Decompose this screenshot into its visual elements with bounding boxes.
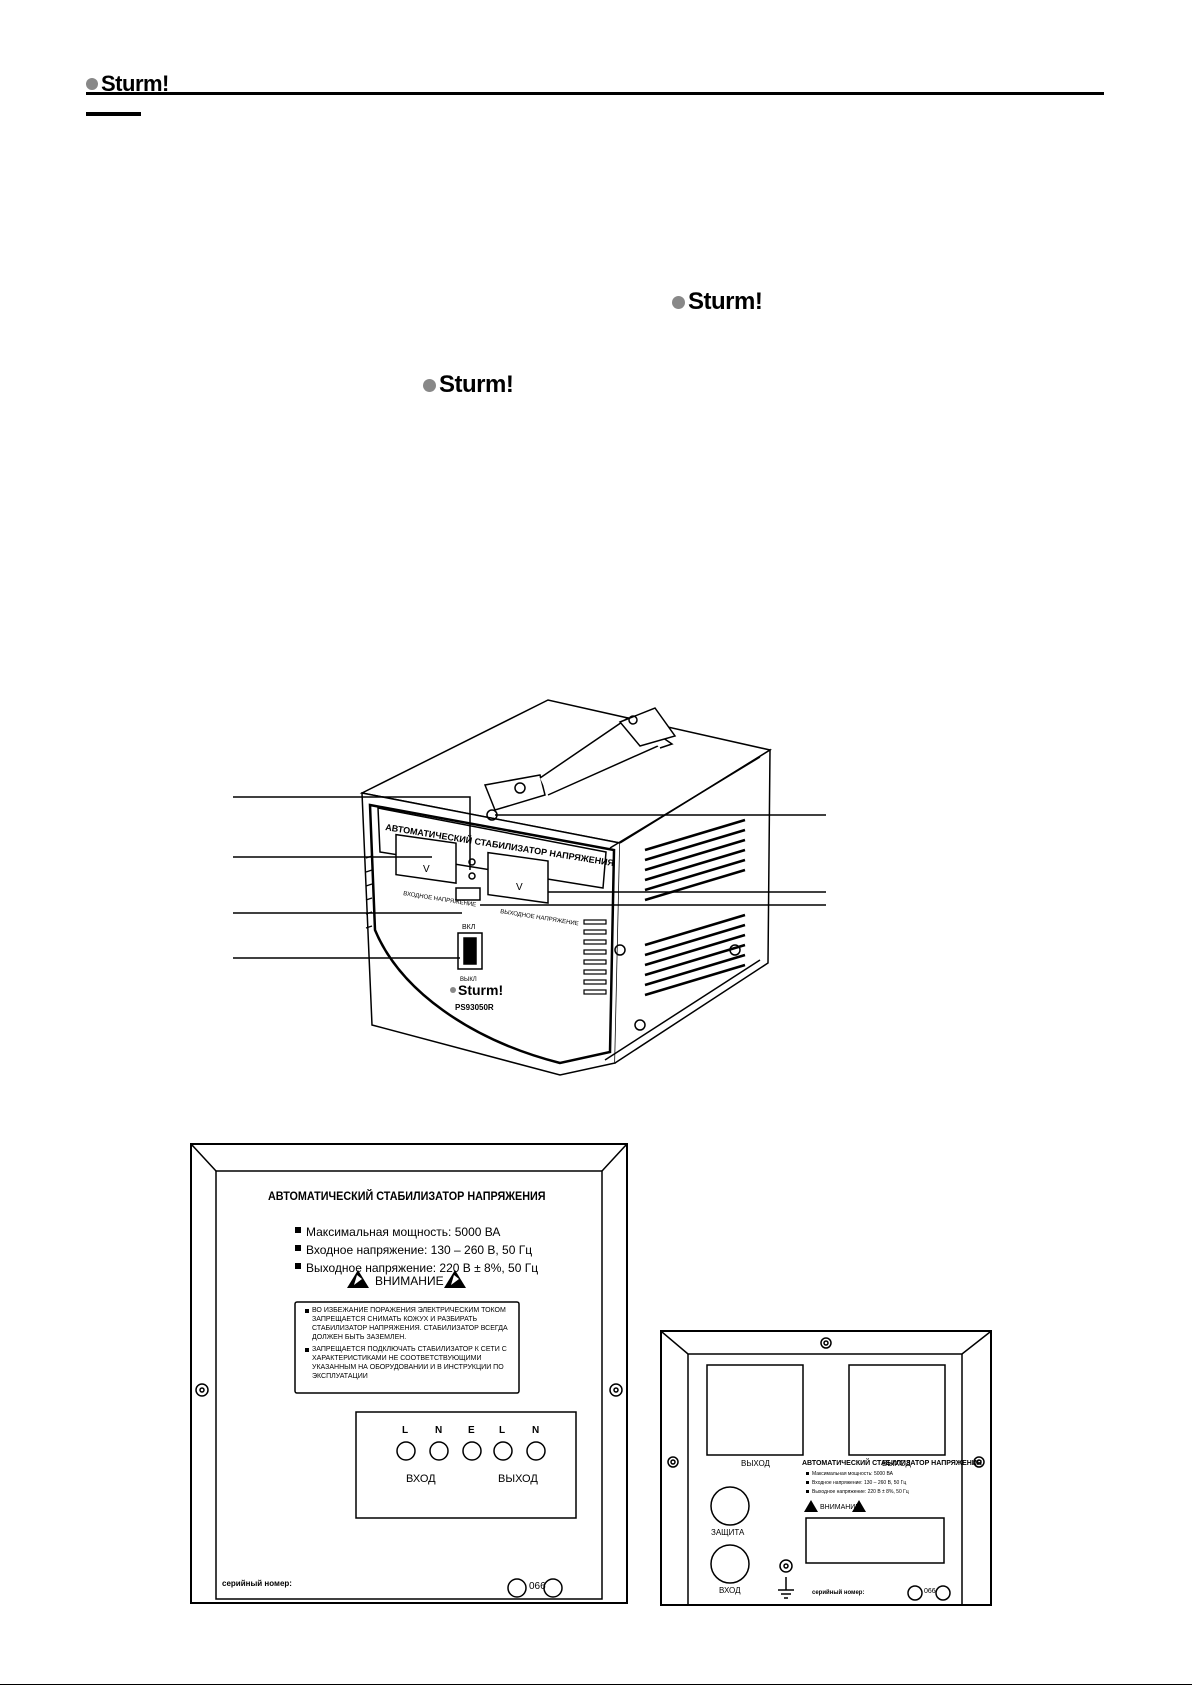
logo-dot-icon [672, 295, 685, 309]
device-model: PS93050R [455, 1003, 494, 1012]
rear2-spec-2: Входное напряжение: 130 – 260 В, 50 Гц [812, 1480, 907, 1486]
rear1-spec-3: Выходное напряжение: 220 В ± 8%, 50 Гц [306, 1261, 539, 1275]
header-rule-accent [86, 112, 141, 116]
rear2-output-left-label: ВЫХОД [741, 1459, 770, 1468]
rear2-title: АВТОМАТИЧЕСКИЙ СТАБИЛИЗАТОР НАПРЯЖЕНИЯ [802, 1460, 982, 1467]
logo-dot-icon [423, 378, 436, 392]
rear1-title: АВТОМАТИЧЕСКИЙ СТАБИЛИЗАТОР НАПРЯЖЕНИЯ [268, 1189, 546, 1203]
rear1-terminal-2: N [435, 1425, 443, 1436]
rear1-input-label: ВХОД [406, 1473, 436, 1485]
rear1-output-label: ВЫХОД [498, 1473, 538, 1485]
switch-label: ВКЛ [462, 924, 476, 931]
device-front-illustration: АВТОМАТИЧЕСКИЙ СТАБИЛИЗАТОР НАПРЯЖЕНИЯ В… [233, 699, 826, 1076]
rear2-spec-1: Максимальная мощность: 5000 ВА [812, 1471, 893, 1477]
rear2-spec-3: Выходное напряжение: 220 В ± 8%, 50 Гц [812, 1489, 909, 1495]
rear1-cert-number: 066 [529, 1581, 546, 1592]
rear-panel-2: ВЫХОД ВЫХОД АВТОМАТИЧЕСКИЙ СТАБИЛИЗАТОР … [660, 1330, 992, 1606]
rear2-cert-number: 066 [924, 1588, 936, 1595]
rear-panel-2-frame [662, 1332, 990, 1604]
rear2-serial-label: серийный номер: [812, 1590, 865, 1596]
rear2-input-label: ВХОД [719, 1586, 741, 1595]
device-brand: Sturm! [458, 982, 503, 998]
rear1-spec-1: Максимальная мощность: 5000 ВА [306, 1225, 501, 1239]
rear1-terminal-4: L [499, 1425, 506, 1436]
switch-off-label: ВЫКЛ [460, 977, 477, 983]
rear1-warning-2: ЗАПРЕЩАЕТСЯ ПОДКЛЮЧАТЬ СТАБИЛИЗАТОР К СЕ… [312, 1346, 507, 1380]
rear2-protection-label: ЗАЩИТА [711, 1528, 745, 1537]
logo-mid-left-text: Sturm! [439, 371, 514, 398]
rear1-warning-1: ВО ИЗБЕЖАНИЕ ПОРАЖЕНИЯ ЭЛЕКТРИЧЕСКИМ ТОК… [312, 1307, 508, 1341]
rear1-serial-label: серийный номер: [222, 1579, 292, 1588]
input-meter-unit: V [423, 864, 430, 875]
output-meter-unit: V [516, 882, 523, 893]
rear2-warning-title: ВНИМАНИЕ [820, 1504, 861, 1511]
logo-mid-right: Sturm! [672, 288, 763, 316]
rear1-warning-title: ВНИМАНИЕ [375, 1274, 444, 1288]
rear1-terminal-1: L [402, 1425, 409, 1436]
header-brand: Sturm! [101, 71, 169, 96]
rear1-spec-2: Входное напряжение: 130 – 260 В, 50 Гц [306, 1243, 533, 1257]
logo-mid-left: Sturm! [423, 371, 514, 399]
rear2-output-right-label: ВЫХОД [882, 1459, 911, 1468]
logo-mid-right-text: Sturm! [688, 288, 763, 315]
rear-panel-1: АВТОМАТИЧЕСКИЙ СТАБИЛИЗАТОР НАПРЯЖЕНИЯ М… [190, 1143, 628, 1604]
header-logo: Sturm! [86, 71, 169, 97]
rear1-terminal-3: E [468, 1425, 475, 1436]
logo-dot-icon [86, 78, 98, 90]
header-rule [86, 92, 1104, 95]
device-logo-dot-icon [450, 987, 456, 993]
rear-panel-1-frame [192, 1145, 626, 1600]
rear1-terminal-5: N [532, 1425, 540, 1436]
